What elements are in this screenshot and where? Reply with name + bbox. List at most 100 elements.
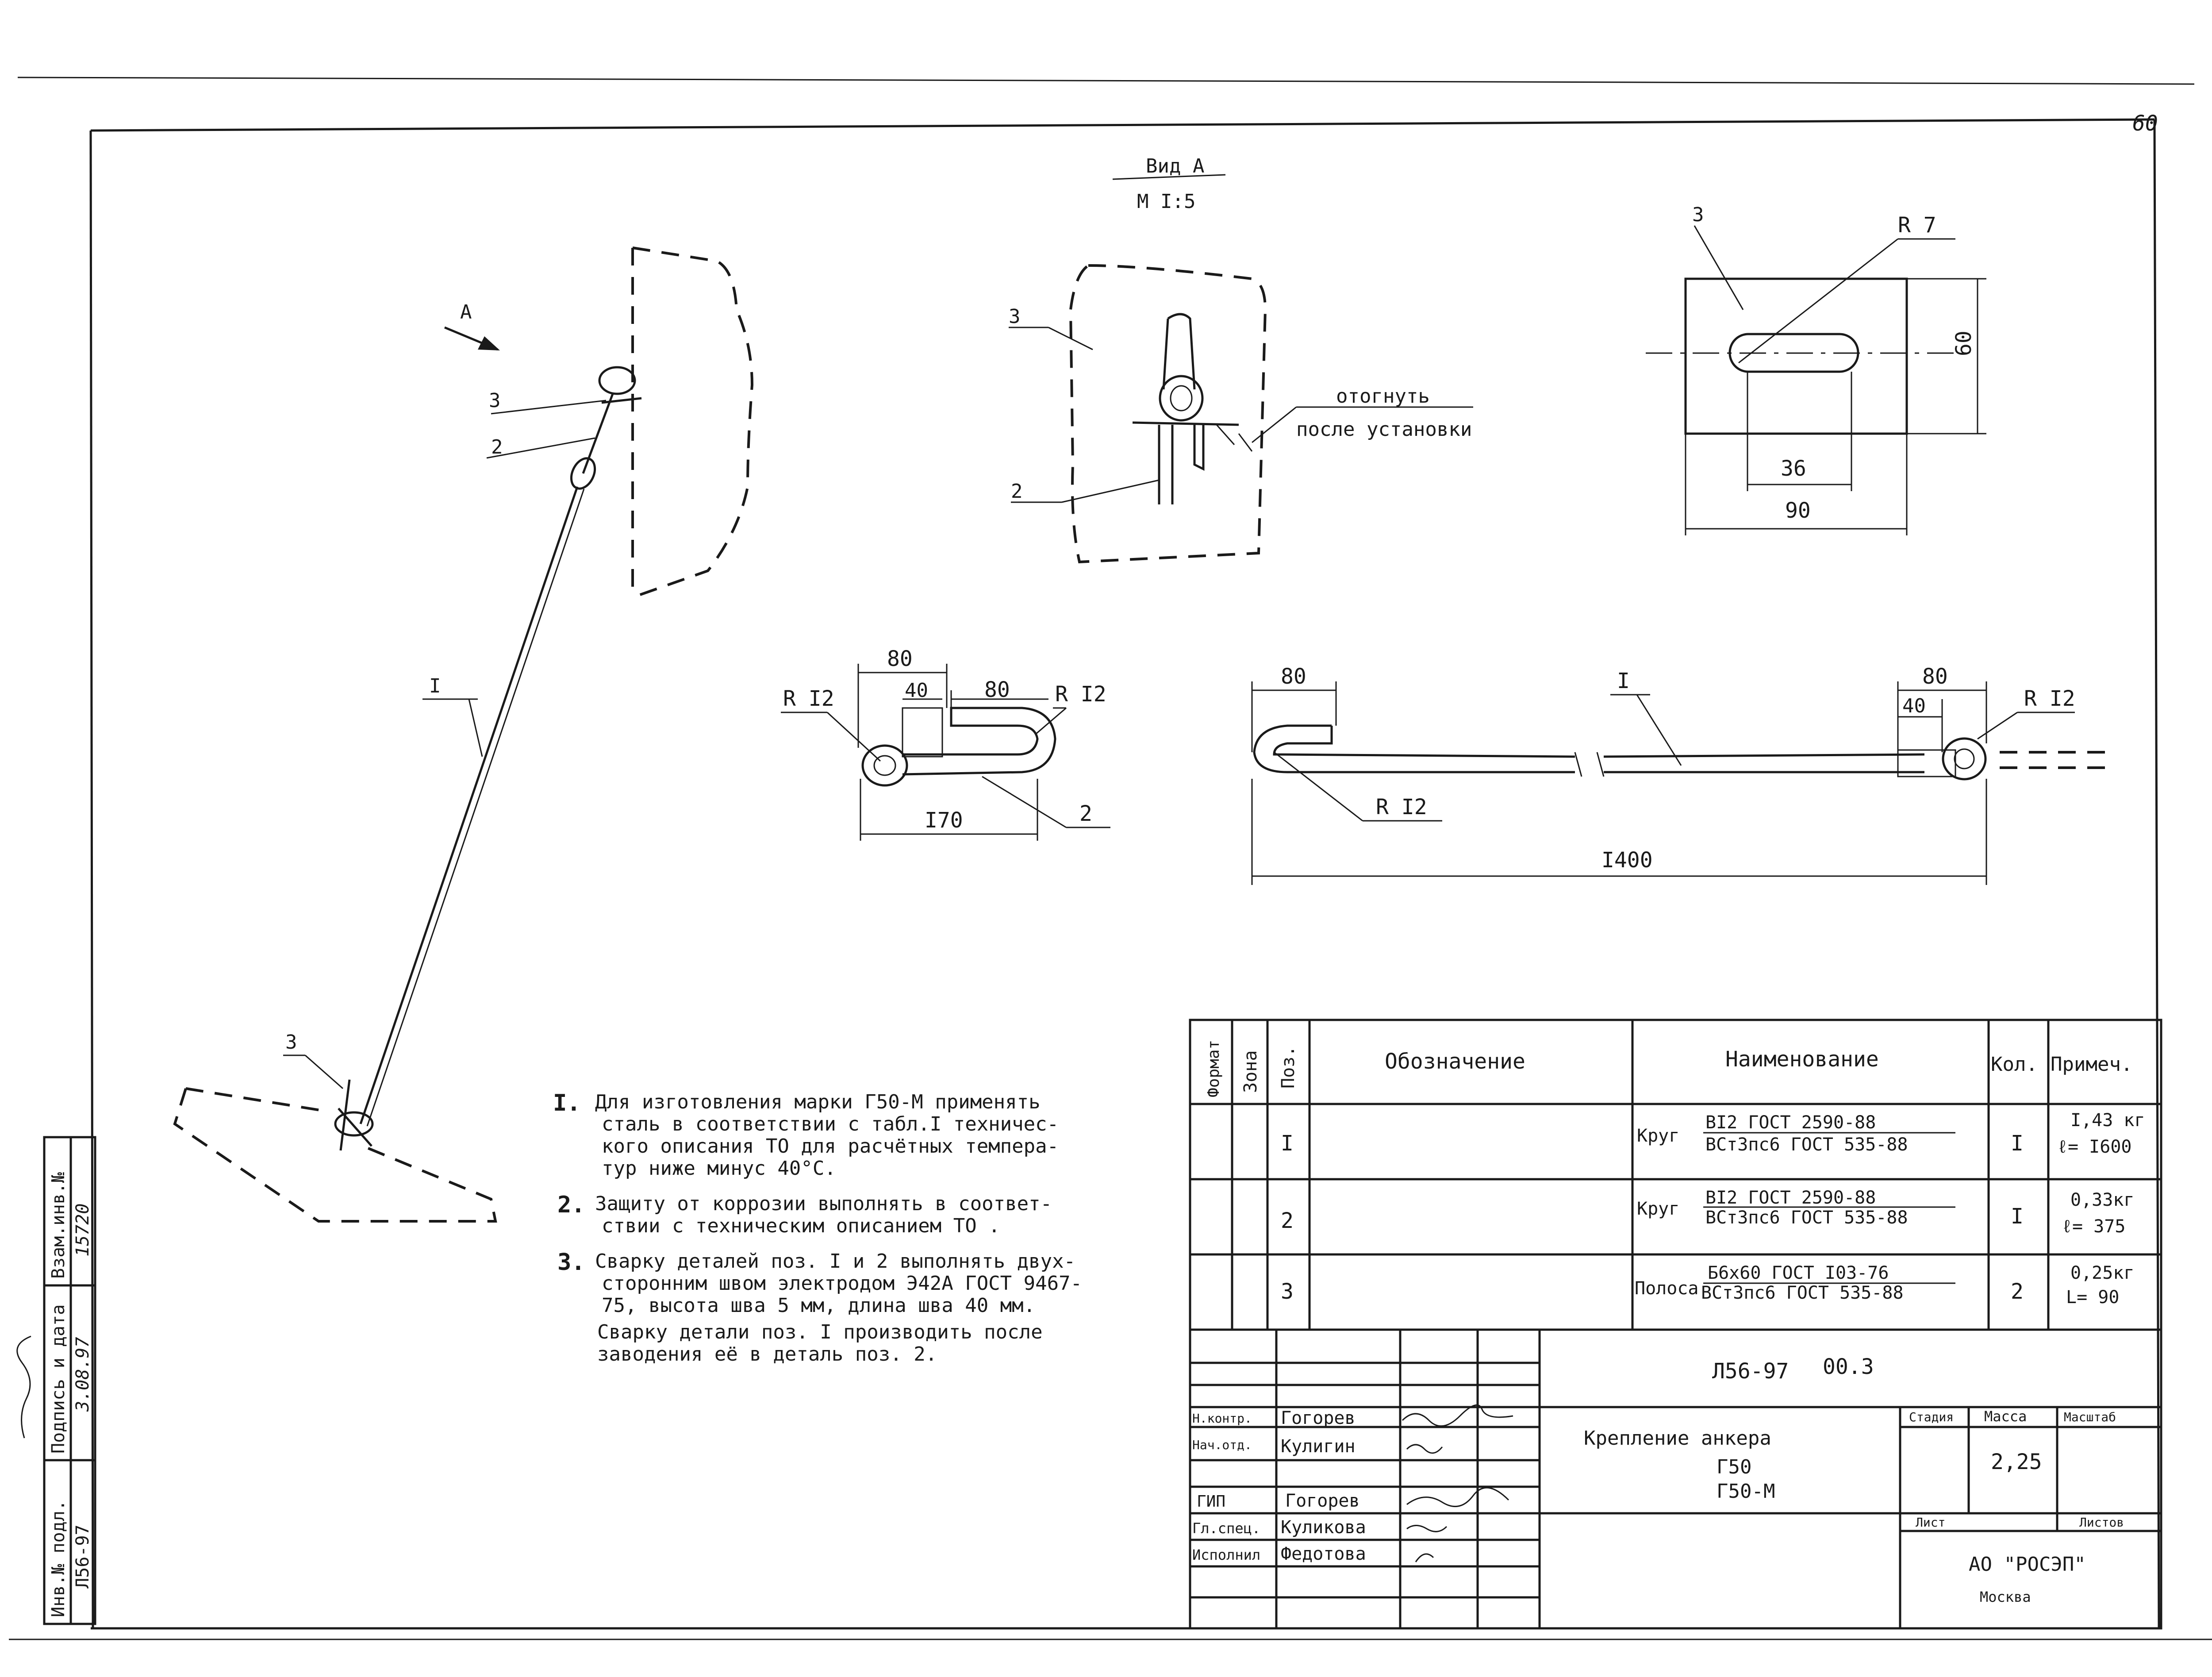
spec-header-qty: Кол. <box>1991 1053 2038 1076</box>
role-1-name: Гогорев <box>1281 1408 1356 1428</box>
role-2: Нач.отд. <box>1192 1438 1252 1452</box>
sheet-label: Лист <box>1916 1515 1945 1530</box>
spec-row-1-type: Круг <box>1637 1126 1679 1146</box>
note-3-line-5: заводения её в деталь поз. 2. <box>597 1343 937 1365</box>
spec-row-2-spec-1: BI2 ГОСТ 2590-88 <box>1705 1188 1876 1208</box>
spec-row-3-type: Полоса <box>1635 1278 1699 1299</box>
stamp-label-sign: Подпись и дата <box>48 1304 69 1454</box>
note-1-line-1: Для изготовления марки Г50-М применять <box>595 1091 1041 1113</box>
spec-row-3-note-2: L= 90 <box>2066 1287 2119 1308</box>
role-2-name: Кулигин <box>1281 1436 1356 1457</box>
note-2-number: 2. <box>557 1192 585 1218</box>
view-a-scale: М I:5 <box>1137 190 1195 213</box>
doc-name-line3: Г50-М <box>1717 1480 1775 1503</box>
stamp-label-replace: Взам.инв.№ <box>48 1172 69 1279</box>
part2-dim-170: I70 <box>925 808 963 833</box>
view-a: Вид А М I:5 3 2 отогнуть после установки <box>1009 155 1473 564</box>
plate-radius: R 7 <box>1898 213 1936 238</box>
role-3: ГИП <box>1197 1492 1225 1511</box>
stage-label: Стадия <box>1909 1410 1954 1424</box>
plate-width-dim: 90 <box>1785 498 1811 523</box>
view-a-callout-2: 2 <box>1011 480 1023 503</box>
sheet-frame <box>9 77 2212 1640</box>
spec-row-3-note-1: 0,25кг <box>2070 1263 2135 1283</box>
callout-1: I <box>429 675 441 697</box>
plate-outline <box>1684 277 1908 435</box>
stamp-value-inv: Л56-97 <box>73 1525 93 1589</box>
stamp-label-inv: Инв.№ подл. <box>48 1500 69 1617</box>
spec-row-3-qty: 2 <box>2011 1279 2024 1304</box>
signature-1 <box>1402 1404 1513 1427</box>
title-block: Л56-97 00.3 Крепление анкера Г50 Г50-М С… <box>1189 1328 2162 1630</box>
stamp-signature <box>16 1335 31 1439</box>
spec-row-1-pos: I <box>1281 1131 1294 1156</box>
note-3-line-3: 75, высота шва 5 мм, длина шва 40 мм. <box>602 1294 1035 1317</box>
spec-header-format: Формат <box>1205 1040 1223 1097</box>
spec-header-pos: Поз. <box>1278 1046 1298 1089</box>
part1-radius-right: R I2 <box>2024 686 2075 711</box>
spec-row-2-note-2: ℓ= 375 <box>2062 1216 2125 1237</box>
bend-note-line2: после установки <box>1296 418 1472 441</box>
spec-row-1-note-2: ℓ= I600 <box>2057 1137 2132 1157</box>
view-a-title: Вид А <box>1146 155 1204 177</box>
view-arrow-label: А <box>460 301 472 323</box>
page-number: 60 <box>2132 111 2158 136</box>
spec-row-1-spec-2: ВСт3пс6 ГОСТ 535-88 <box>1705 1135 1908 1155</box>
signature-4 <box>1406 1525 1448 1532</box>
spec-row-2-note-1: 0,33кг <box>2070 1190 2135 1210</box>
spec-row-1-spec-1: BI2 ГОСТ 2590-88 <box>1705 1112 1876 1133</box>
spec-header-zone: Зона <box>1240 1050 1261 1093</box>
spec-row-3-spec-1: Б6х60 ГОСТ I03-76 <box>1708 1263 1889 1283</box>
role-4: Гл.спец. <box>1192 1520 1260 1537</box>
part1-dim-80-left: 80 <box>1281 664 1306 689</box>
spec-header-name: Наименование <box>1725 1047 1879 1072</box>
lower-embed-outline <box>173 1088 497 1223</box>
spec-row-2-pos: 2 <box>1281 1208 1294 1233</box>
spec-row-1-qty: I <box>2011 1131 2024 1156</box>
spec-header-designation: Обозначение <box>1385 1049 1525 1074</box>
spec-row-1-note-1: I,43 кг <box>2070 1110 2145 1131</box>
stamp-value-replace: 15720 <box>73 1204 93 1257</box>
part2-radius-left: R I2 <box>783 686 834 711</box>
bend-note-line1: отогнуть <box>1336 385 1430 408</box>
part1-detail: 80 80 40 R I2 R I2 I I400 <box>1251 664 2106 885</box>
part2-detail: 80 40 80 R I2 R I2 I70 2 <box>781 646 1110 841</box>
company-city: Москва <box>1980 1589 2031 1605</box>
part2-dim-80-right: 80 <box>984 677 1010 702</box>
role-1: Н.контр. <box>1192 1411 1252 1426</box>
part2-radius-right: R I2 <box>1055 682 1106 707</box>
spec-header-note: Примеч. <box>2051 1053 2132 1076</box>
role-5-name: Федотова <box>1281 1544 1366 1564</box>
callout-2: 2 <box>491 436 503 458</box>
signature-2 <box>1406 1444 1443 1454</box>
spec-row-2-spec-2: ВСт3пс6 ГОСТ 535-88 <box>1705 1208 1908 1228</box>
note-1-line-3: кого описания ТО для расчётных темпера- <box>602 1135 1059 1158</box>
notes: I. Для изготовления марки Г50-М применят… <box>553 1090 1082 1365</box>
view-a-callout-3: 3 <box>1009 305 1021 328</box>
upper-embed-outline <box>632 246 754 599</box>
part2-dim-40: 40 <box>905 679 928 702</box>
main-assembly-view: А 3 2 I 3 <box>173 246 754 1223</box>
note-3-line-4: Сварку детали поз. I производить после <box>597 1321 1043 1343</box>
side-stamp: Инв.№ подл. Подпись и дата Взам.инв.№ Л5… <box>16 1136 96 1625</box>
signature-5 <box>1415 1553 1434 1562</box>
part2-callout: 2 <box>1079 801 1092 826</box>
doc-name-line1: Крепление анкера <box>1584 1427 1771 1450</box>
role-4-name: Куликова <box>1281 1517 1366 1538</box>
note-2-line-1: Защиту от коррозии выполнять в соответ- <box>595 1192 1052 1215</box>
note-2-line-2: ствии с техническим описанием ТО . <box>602 1215 1000 1237</box>
note-3-number: 3. <box>557 1249 585 1276</box>
part1-dim-1400: I400 <box>1601 848 1653 873</box>
note-3-line-2: сторонним швом электродом Э42А ГОСТ 9467… <box>602 1272 1082 1295</box>
plate-detail: 3 R 7 60 36 90 <box>1646 204 1986 535</box>
company-name: АО "РОСЭП" <box>1969 1553 2086 1576</box>
plate-callout: 3 <box>1692 204 1704 226</box>
anchor-rod <box>582 393 614 474</box>
mass-label: Масса <box>1984 1408 2027 1425</box>
part1-callout: I <box>1617 669 1630 693</box>
view-a-embed-outline <box>1069 264 1267 564</box>
spec-row-3-spec-2: ВСт3пс6 ГОСТ 535-88 <box>1701 1283 1904 1303</box>
part1-dim-80-right: 80 <box>1922 664 1948 689</box>
part2-dim-80-top: 80 <box>887 646 913 671</box>
